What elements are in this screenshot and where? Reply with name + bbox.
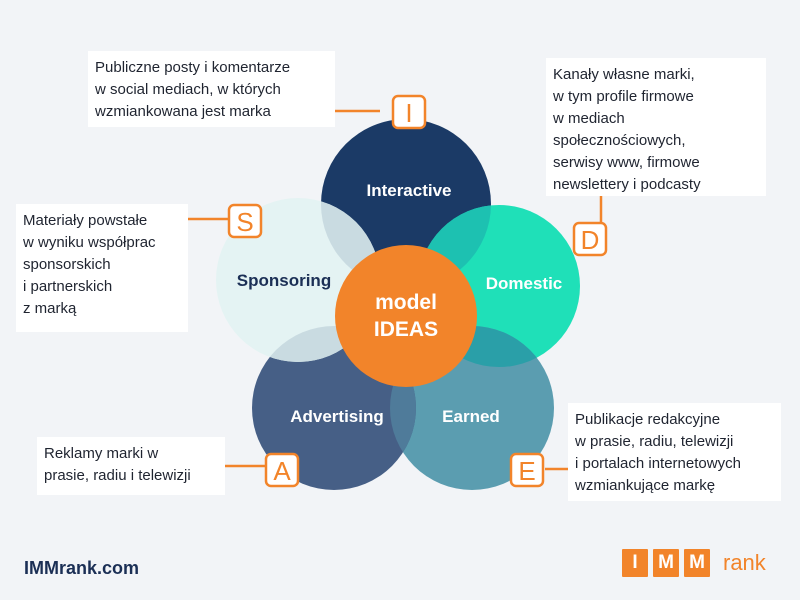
badge-letter-s: S xyxy=(236,207,253,237)
description-sponsoring: Materiały powstałe w wyniku współprac sp… xyxy=(16,204,188,332)
center-line-1: model xyxy=(375,291,437,314)
label-earned: Earned xyxy=(442,407,500,426)
description-advertising: Reklamy marki w prasie, radiu i telewizj… xyxy=(37,437,225,495)
description-earned: Publikacje redakcyjne w prasie, radiu, t… xyxy=(568,403,781,501)
label-advertising: Advertising xyxy=(290,407,384,426)
badge-a xyxy=(264,452,300,488)
label-domestic: Domestic xyxy=(486,274,563,293)
center-circle xyxy=(335,245,477,387)
badge-letter-d: D xyxy=(581,225,600,255)
brand-logo: I M M rank xyxy=(622,548,766,578)
badge-letter-e: E xyxy=(518,456,535,486)
brand-letter-3: M xyxy=(684,549,710,577)
center-line-2: IDEAS xyxy=(374,318,438,341)
label-sponsoring: Sponsoring xyxy=(237,271,331,290)
badge-s xyxy=(227,203,263,239)
brand-letter-1: I xyxy=(622,549,648,577)
description-interactive: Publiczne posty i komentarze w social me… xyxy=(88,51,335,127)
badge-letter-a: A xyxy=(273,456,291,486)
badge-letter-i: I xyxy=(405,98,412,128)
brand-letter-2: M xyxy=(653,549,679,577)
badge-i xyxy=(391,94,427,130)
badge-e xyxy=(509,452,545,488)
label-interactive: Interactive xyxy=(366,181,451,200)
description-domestic: Kanały własne marki, w tym profile firmo… xyxy=(546,58,766,196)
footer-url[interactable]: IMMrank.com xyxy=(24,558,140,578)
brand-word: rank xyxy=(723,550,766,575)
overlap-interactive-sponsoring xyxy=(321,198,380,289)
overlap-interactive-domestic xyxy=(418,205,491,289)
badge-d xyxy=(572,221,608,257)
